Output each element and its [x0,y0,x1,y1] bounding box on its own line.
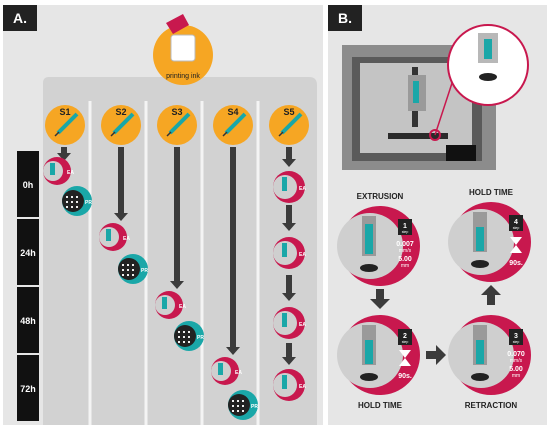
printer-illustration [342,24,529,170]
distance-value: 5.00 [509,366,523,373]
printing-ink-node: printing ink [153,14,213,85]
step-arrows [370,285,501,365]
s1-0h-result: EA PR [43,157,92,216]
step-word: step [402,340,409,344]
sample-s5: S5 [269,105,309,145]
sample-label: S5 [283,107,294,117]
ea-badge: EA [299,252,306,258]
step-word: step [513,226,520,230]
step-number-box [398,219,412,235]
panel-a: A. printing ink 0h 24h 48h 72h [3,5,323,425]
step-number-box [509,329,523,345]
step-4-hold-time: HOLD TIME 4 step 90s. [448,188,531,282]
arrow-up-icon [481,285,501,295]
step-number: 3 [514,333,518,340]
syringe-icon [112,112,135,135]
time-column: 0h 24h 48h 72h [17,151,39,421]
jar-lid-icon [166,14,189,34]
pr-badge: PR [141,268,148,274]
step-3-retraction: 3 step 0.070 mm/s 5.00 mm RETRACTION [448,315,531,410]
sample-s3: S3 [157,105,197,145]
syringe-fill-icon [365,224,373,254]
speed-unit: mm/s [399,248,412,254]
ea-badge: EA [299,322,306,328]
sample-label: S1 [59,107,70,117]
step-word: step [402,230,409,234]
sample-s1: S1 [45,105,85,145]
s2-24h-result: EA PR [99,223,148,284]
step-number-box [509,215,523,231]
time-cell-24h [17,219,39,285]
syringe-icon [280,112,303,135]
pr-badge: PR [251,404,258,410]
time-label-0h: 0h [23,180,34,190]
ea-badge: EA [235,370,242,376]
time-label-72h: 72h [20,384,36,394]
zoom-inset-circle [447,24,529,106]
step-title: RETRACTION [465,401,518,410]
panel-b-label: B. [328,5,362,31]
flow-arrows [57,147,296,365]
speed-unit: mm/s [510,358,523,364]
step-title: HOLD TIME [469,188,514,197]
step-word: step [513,340,520,344]
step-1-extrusion: EXTRUSION 1 step 0.007 mm/s 5.00 mm [337,192,420,286]
printed-disc-icon [479,73,497,81]
step-number-box [398,329,412,345]
syringe-icon [224,112,247,135]
s4-72h-result: EA PR [211,357,258,420]
ea-badge: EA [67,170,74,176]
speed-value: 0.007 [396,241,414,248]
s3-48h-result: EA PR [155,291,204,351]
ink-jar-icon [170,34,196,62]
panel-b: B. EXTRUSION 1 [328,5,547,425]
step-title: HOLD TIME [358,401,403,410]
time-cell-72h [17,355,39,421]
time-cell-48h [17,287,39,353]
step-title: EXTRUSION [357,192,404,201]
arrow-right-icon [436,345,446,365]
pr-badge: PR [85,200,92,206]
ea-badge: EA [123,236,130,242]
step-number: 2 [403,333,407,340]
syringe-icon [56,112,79,135]
sample-s2: S2 [101,105,141,145]
hourglass-icon [399,350,411,366]
sample-s4: S4 [213,105,253,145]
distance-unit: mm [401,263,409,269]
printer-drawer [446,145,476,161]
distance-unit: mm [512,373,520,379]
step-number: 4 [514,219,518,226]
s5-ea-chain: EA EA EA EA [273,171,306,401]
printing-ink-label: printing ink [166,73,200,80]
syringe-fill-icon [476,340,484,364]
sample-label: S4 [227,107,238,117]
arrow-down-icon [370,299,390,309]
sample-label: S3 [171,107,182,117]
hourglass-icon [510,237,522,253]
distance-value: 5.00 [398,256,412,263]
speed-value: 0.070 [507,351,525,358]
step-number: 1 [403,223,407,230]
pr-badge: PR [197,335,204,341]
ea-badge: EA [179,304,186,310]
time-cell-0h [17,151,39,217]
time-label-48h: 48h [20,316,36,326]
panel-a-diagram: printing ink 0h 24h 48h 72h S1 S2 [17,14,317,425]
time-label-24h: 24h [20,248,36,258]
syringe-fill-icon [365,340,373,364]
ea-badge: EA [299,186,306,192]
panel-b-diagram: EXTRUSION 1 step 0.007 mm/s 5.00 mm HOLD… [337,24,531,410]
zoom-target-marker [429,129,441,141]
syringe-fill-icon [476,227,484,251]
panel-a-label: A. [3,5,37,31]
step-2-hold-time: 2 step 90s. HOLD TIME [337,315,420,410]
hold-time-value: 90s. [398,373,412,380]
syringe-icon [168,112,191,135]
ea-badge: EA [299,384,306,390]
sample-label: S2 [115,107,126,117]
hold-time-value: 90s. [509,260,523,267]
